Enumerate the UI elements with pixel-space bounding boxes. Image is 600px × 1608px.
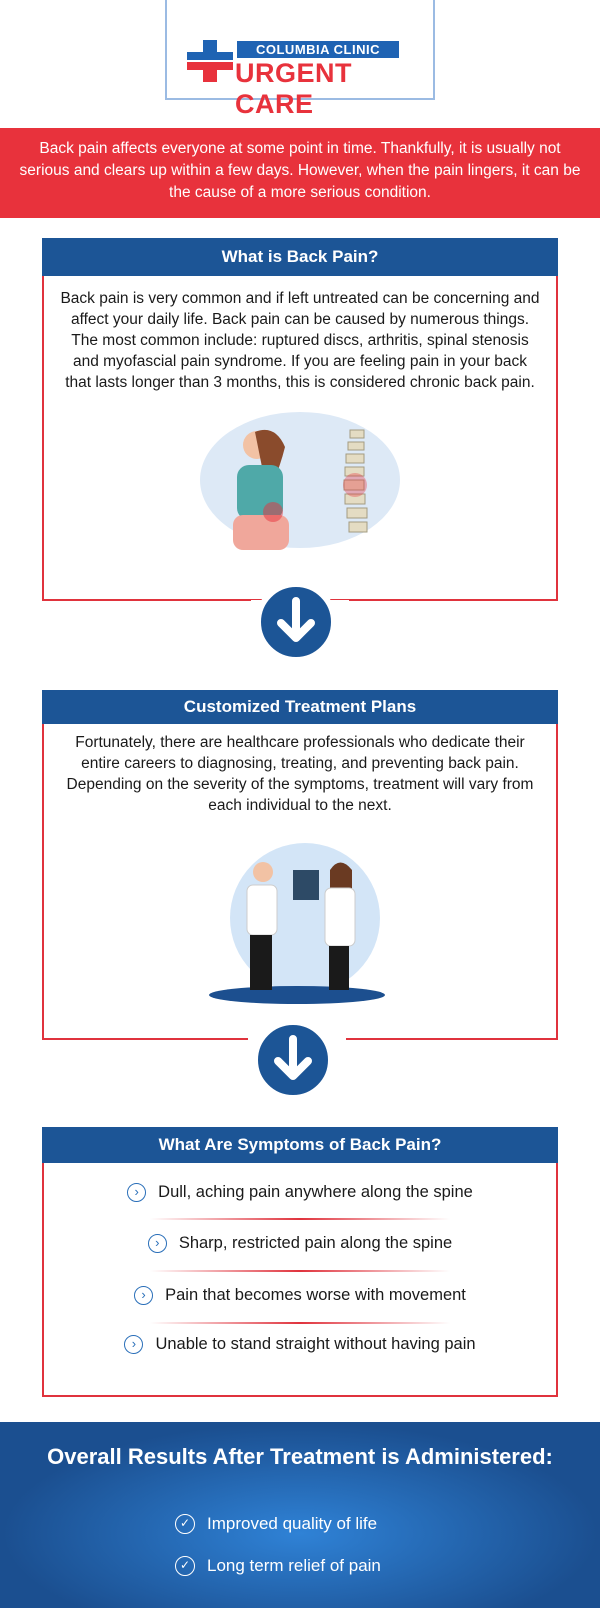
chevron-right-icon: › [127,1183,147,1202]
section-title: Customized Treatment Plans [42,690,558,724]
divider [150,1218,450,1220]
down-arrow-icon [257,583,335,661]
section-body: Fortunately, there are healthcare profes… [66,734,534,814]
result-item: ✓Long term relief of pain [175,1556,381,1576]
symptom-item: ›Sharp, restricted pain along the spine [42,1234,558,1253]
section-symptoms-box [42,1163,558,1397]
back-pain-illustration [200,412,400,550]
result-item: ✓Improved quality of life [175,1514,377,1534]
section-title: What is Back Pain? [42,238,558,276]
chevron-right-icon: › [134,1286,154,1305]
medical-cross-icon [187,40,233,82]
intro-banner: Back pain affects everyone at some point… [0,128,600,218]
check-circle-icon: ✓ [175,1514,195,1534]
doctor-patient-illustration [209,843,385,1004]
symptom-item: ›Unable to stand straight without having… [42,1335,558,1354]
section-body: Back pain is very common and if left unt… [60,290,540,391]
divider [150,1322,450,1324]
chevron-right-icon: › [124,1335,144,1354]
results-title: Overall Results After Treatment is Admin… [47,1444,553,1469]
down-arrow-icon [254,1021,332,1099]
symptom-item: ›Dull, aching pain anywhere along the sp… [42,1183,558,1202]
chevron-right-icon: › [147,1234,167,1253]
logo-clinic-name: COLUMBIA CLINIC [237,41,399,58]
logo: COLUMBIA CLINIC URGENT CARE [165,0,435,119]
divider [150,1270,450,1272]
logo-urgent-care: URGENT CARE [235,58,352,119]
check-circle-icon: ✓ [175,1556,195,1576]
results-panel: Overall Results After Treatment is Admin… [0,1422,600,1608]
section-title: What Are Symptoms of Back Pain? [42,1127,558,1163]
symptom-item: ›Pain that becomes worse with movement [42,1286,558,1305]
